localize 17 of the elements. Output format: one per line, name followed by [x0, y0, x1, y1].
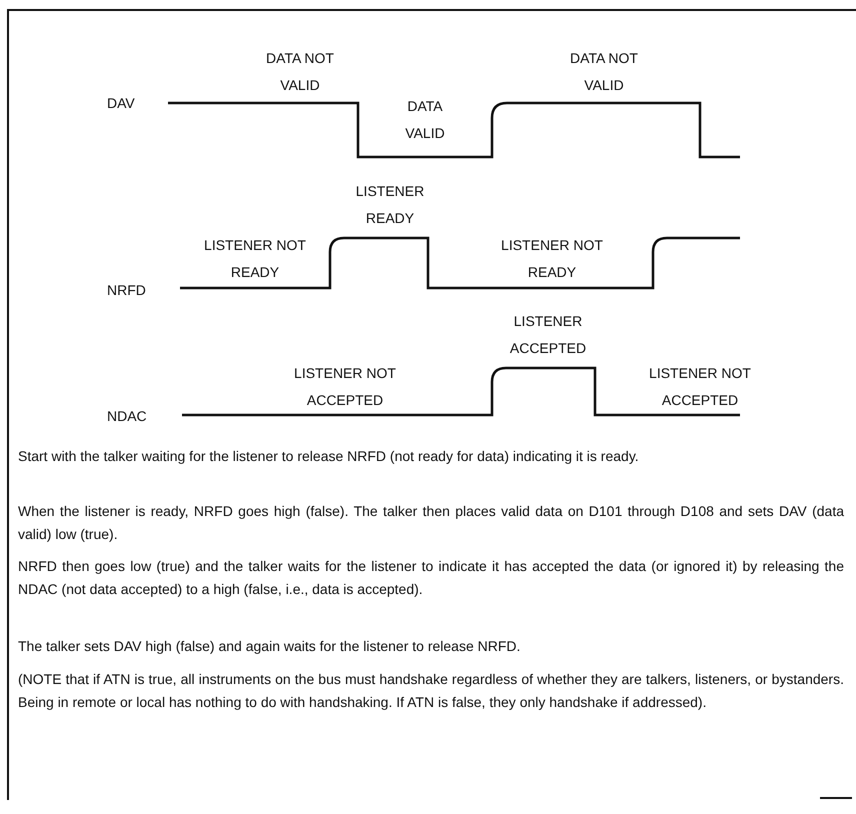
state-label: LISTENER NOT READY — [500, 236, 604, 282]
note-paragraph: When the listener is ready, NRFD goes high (false). The talker then places valid data on D101 through D108 and sets DAV (data valid) low (true). — [18, 502, 844, 544]
signal-name: NDAC — [107, 408, 147, 424]
state-label: LISTENER ACCEPTED — [508, 312, 588, 358]
state-label: DATA VALID — [404, 97, 446, 143]
state-label: DATA NOT VALID — [265, 49, 335, 95]
note-paragraph: (NOTE that if ATN is true, all instruments on the bus must handshake regardless of whether they are talkers, listeners, or bystanders. Being in remote or local has nothing to do with handshaking. If ATN is false, they only handshake if addressed). — [18, 670, 844, 712]
state-label: LISTENER NOT ACCEPTED — [648, 364, 752, 410]
state-label: DATA NOT VALID — [569, 49, 639, 95]
signal-name: NRFD — [107, 282, 146, 298]
signal-name: DAV — [107, 95, 135, 111]
note-paragraph: NRFD then goes low (true) and the talker waits for the listener to indicate it has accepted the data (or ignored it) by releasing the NDAC (not data accepted) to a high (false, i.e., data is accepted). — [18, 557, 844, 599]
state-label: LISTENER NOT READY — [203, 236, 307, 282]
note-paragraph: Start with the talker waiting for the listener to release NRFD (not ready for data) indicating it is ready. — [18, 447, 640, 466]
note-paragraph: The talker sets DAV high (false) and again waits for the listener to release NRFD. — [18, 637, 522, 656]
state-label: LISTENER NOT ACCEPTED — [293, 364, 397, 410]
state-label: LISTENER READY — [354, 182, 426, 228]
